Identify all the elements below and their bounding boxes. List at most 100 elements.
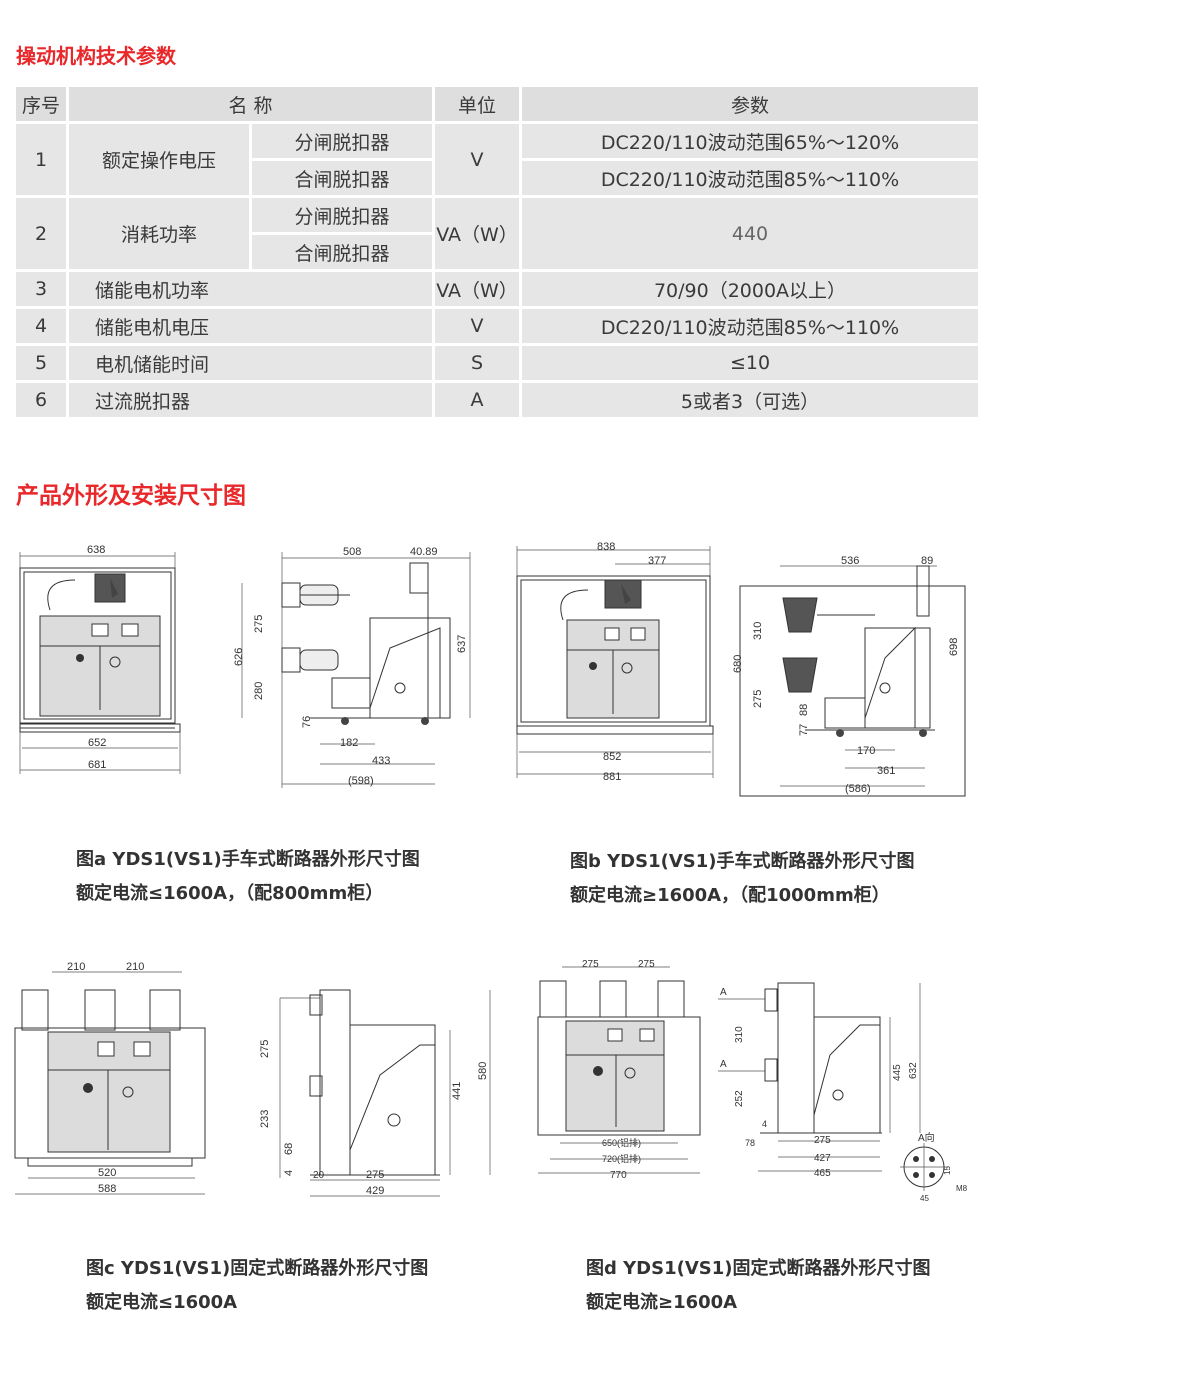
figure-a-side-view: 508 40.89 626 275 280 76 637 182 433 (59… bbox=[233, 546, 471, 788]
header-name: 名 称 bbox=[69, 87, 433, 121]
section-title-operating-mechanism: 操动机构技术参数 bbox=[16, 44, 176, 68]
dim-label: 508 bbox=[343, 546, 361, 558]
dim-label: 681 bbox=[88, 759, 106, 771]
cell-sub: 合闸脱扣器 bbox=[252, 235, 433, 269]
cell-value: 440 bbox=[522, 198, 979, 269]
dim-label: A向 bbox=[918, 1131, 935, 1144]
cell-unit: V bbox=[435, 309, 520, 343]
dim-label: 626 bbox=[233, 648, 245, 666]
cell-sub: 分闸脱扣器 bbox=[252, 124, 433, 158]
cell-value: 70/90（2000A以上） bbox=[522, 272, 979, 306]
cell-sub: 分闸脱扣器 bbox=[252, 198, 433, 232]
dim-label: 210 bbox=[126, 961, 144, 973]
dim-label: 78 bbox=[745, 1138, 755, 1148]
figure-c-drawing: 210 210 520 588 275 233 68 4 441 580 bbox=[14, 961, 491, 1197]
table-row: 4 储能电机电压 V DC220/110波动范围85%～110% bbox=[16, 309, 979, 343]
cell-name: 储能电机功率 bbox=[69, 272, 433, 306]
table-row: 合闸脱扣器 bbox=[16, 235, 978, 269]
figure-d-a-view: A向 15 M8 45 bbox=[900, 1131, 968, 1203]
cell-no: 4 bbox=[16, 309, 66, 343]
figure-c-front-view: 210 210 520 588 bbox=[14, 961, 206, 1195]
figure-d-caption: 图d YDS1(VS1)固定式断路器外形尺寸图 额定电流≥1600A bbox=[586, 1252, 931, 1320]
dim-label: A bbox=[720, 1059, 727, 1070]
figure-b-front-view: 838 377 852 881 bbox=[516, 541, 714, 783]
dim-label: 275 bbox=[582, 959, 599, 970]
cell-value: DC220/110波动范围65%～120% bbox=[522, 124, 979, 158]
figure-b-caption: 图b YDS1(VS1)手车式断路器外形尺寸图 额定电流≥1600A，（配100… bbox=[570, 845, 915, 913]
header-unit: 单位 bbox=[435, 87, 520, 121]
cell-no: 5 bbox=[16, 346, 66, 380]
dim-label: 361 bbox=[877, 765, 895, 777]
figure-d-caption-line2: 额定电流≥1600A bbox=[586, 1292, 738, 1313]
figure-b-caption-line2: 额定电流≥1600A，（配1000mm柜） bbox=[570, 885, 890, 906]
table-row: 5 电机储能时间 S ≤10 bbox=[16, 346, 979, 380]
figure-b-side-view: 536 89 680 310 275 77 88 698 170 361 (58… bbox=[732, 555, 966, 797]
cell-unit: S bbox=[435, 346, 520, 380]
dim-label: 638 bbox=[87, 544, 105, 556]
dim-label: 20 bbox=[313, 1170, 325, 1181]
figure-a-front-view: 638 652 681 bbox=[19, 544, 181, 774]
figure-d-caption-line1: 图d YDS1(VS1)固定式断路器外形尺寸图 bbox=[586, 1258, 931, 1279]
cell-value: ≤10 bbox=[522, 346, 979, 380]
dim-label: 275 bbox=[638, 959, 655, 970]
cell-unit: V bbox=[435, 124, 520, 195]
dim-label: 637 bbox=[456, 635, 468, 653]
dim-label: 536 bbox=[841, 555, 859, 567]
cell-no: 1 bbox=[16, 124, 66, 195]
dim-label: 520 bbox=[98, 1167, 116, 1179]
figure-a-caption-line1: 图a YDS1(VS1)手车式断路器外形尺寸图 bbox=[76, 849, 420, 870]
dim-label: 45 bbox=[920, 1194, 929, 1203]
dim-label: 310 bbox=[734, 1026, 745, 1043]
dim-label: (598) bbox=[348, 775, 374, 787]
dim-label: M8 bbox=[956, 1184, 968, 1193]
dim-label: 275 bbox=[814, 1135, 831, 1146]
figure-d-drawing: 275 275 650(铝排) 720(铝排) 770 A A 310 252 bbox=[537, 959, 968, 1203]
cell-name: 额定操作电压 bbox=[69, 124, 249, 195]
dim-label: 310 bbox=[752, 622, 764, 640]
cell-name: 消耗功率 bbox=[69, 198, 249, 269]
figure-b-caption-line1: 图b YDS1(VS1)手车式断路器外形尺寸图 bbox=[570, 851, 915, 872]
cell-unit: VA（W） bbox=[435, 198, 520, 269]
figure-d-side-view: A A 310 252 4 445 632 78 275 427 465 bbox=[718, 982, 921, 1179]
figure-a-drawing: 638 652 681 508 40.89 bbox=[19, 544, 471, 788]
dim-label: 429 bbox=[366, 1185, 384, 1197]
spec-table: 序号 名 称 单位 参数 1 额定操作电压 分闸脱扣器 V DC220/110波… bbox=[13, 84, 981, 420]
dim-label: 275 bbox=[366, 1169, 384, 1181]
dim-label: 445 bbox=[892, 1064, 903, 1081]
dim-label: 465 bbox=[814, 1168, 831, 1179]
dim-label: A bbox=[720, 987, 727, 998]
header-param: 参数 bbox=[522, 87, 979, 121]
dim-label: 580 bbox=[477, 1062, 489, 1080]
table-row: 1 额定操作电压 分闸脱扣器 V DC220/110波动范围65%～120% bbox=[16, 124, 979, 195]
figure-b-drawing: 838 377 852 881 536 89 bbox=[516, 541, 966, 797]
dim-label: 650(铝排) bbox=[602, 1137, 641, 1148]
table-row: 2 消耗功率 分闸脱扣器 VA（W） 440 bbox=[16, 198, 979, 269]
dim-label: 838 bbox=[597, 541, 615, 553]
header-no: 序号 bbox=[16, 87, 66, 121]
dim-label: 377 bbox=[648, 555, 666, 567]
dim-label: 770 bbox=[610, 1170, 627, 1181]
dim-label: 4 bbox=[762, 1119, 767, 1129]
dim-label: 680 bbox=[732, 655, 744, 673]
dim-label: 170 bbox=[857, 745, 875, 757]
cell-value: 5或者3（可选） bbox=[522, 383, 979, 417]
cell-unit: VA（W） bbox=[435, 272, 520, 306]
dim-label: 89 bbox=[921, 555, 933, 567]
dim-label: 698 bbox=[948, 638, 960, 656]
dim-label: 40.89 bbox=[410, 546, 438, 558]
dim-label: 881 bbox=[603, 771, 621, 783]
dim-label: 275 bbox=[253, 615, 265, 633]
cell-name: 过流脱扣器 bbox=[69, 383, 433, 417]
dim-label: 275 bbox=[259, 1040, 271, 1058]
dim-label: (586) bbox=[845, 783, 871, 795]
dim-label: 652 bbox=[88, 737, 106, 749]
dim-label: 233 bbox=[259, 1110, 271, 1128]
section-title-dimensions: 产品外形及安装尺寸图 bbox=[16, 483, 246, 509]
cell-no: 6 bbox=[16, 383, 66, 417]
table-row: 合闸脱扣器 DC220/110波动范围85%～110% bbox=[16, 161, 979, 195]
cell-name: 电机储能时间 bbox=[69, 346, 433, 380]
dim-label: 632 bbox=[908, 1062, 919, 1079]
figure-a-caption: 图a YDS1(VS1)手车式断路器外形尺寸图 额定电流≤1600A，（配800… bbox=[76, 843, 420, 911]
dim-label: 68 bbox=[283, 1143, 295, 1155]
cell-no: 2 bbox=[16, 198, 66, 269]
